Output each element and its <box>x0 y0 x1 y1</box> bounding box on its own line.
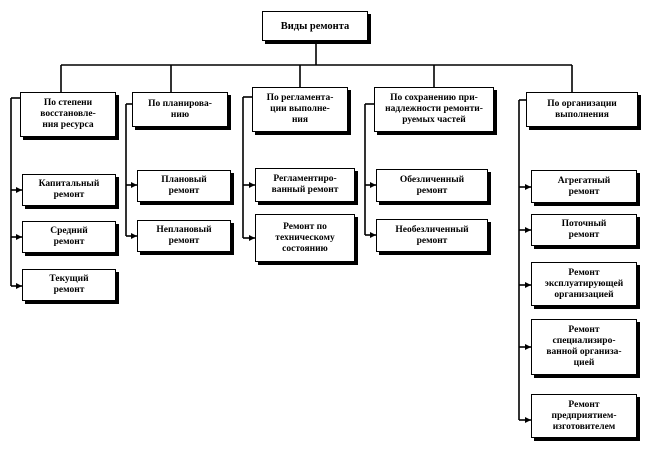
item-medium-repair: Средний ремонт <box>22 221 116 253</box>
category-parts-ownership: По сохранению при- надлежности ремонти- … <box>374 87 494 132</box>
item-capital-repair: Капитальный ремонт <box>22 174 116 206</box>
item-condition-based-repair: Ремонт по техническому состоянию <box>255 214 355 262</box>
item-planned-repair: Плановый ремонт <box>137 170 231 202</box>
root-node: Виды ремонта <box>262 11 368 41</box>
item-manufacturer-repair: Ремонт предприятием- изготовителем <box>531 394 637 438</box>
item-regulated-repair: Регламентиро- ванный ремонт <box>255 168 355 202</box>
item-unplanned-repair: Неплановый ремонт <box>137 220 231 252</box>
category-regulation: По регламента- ции выполне- ния <box>252 87 348 132</box>
category-resource-restoration: По степени восстановле- ния ресурса <box>20 92 116 137</box>
item-aggregate-repair: Агрегатный ремонт <box>531 170 637 203</box>
item-specialized-org-repair: Ремонт специализиро- ванной организа- ци… <box>531 319 637 375</box>
item-non-depersonalized-repair: Необезличенный ремонт <box>376 219 488 252</box>
item-operator-repair: Ремонт эксплуатирующей организацией <box>531 262 637 306</box>
category-planning: По планирова- нию <box>132 92 228 127</box>
item-flow-repair: Поточный ремонт <box>531 214 637 246</box>
item-depersonalized-repair: Обезличенный ремонт <box>376 169 488 202</box>
item-current-repair: Текущий ремонт <box>22 269 116 301</box>
category-organization: По организации выполнения <box>526 92 638 127</box>
